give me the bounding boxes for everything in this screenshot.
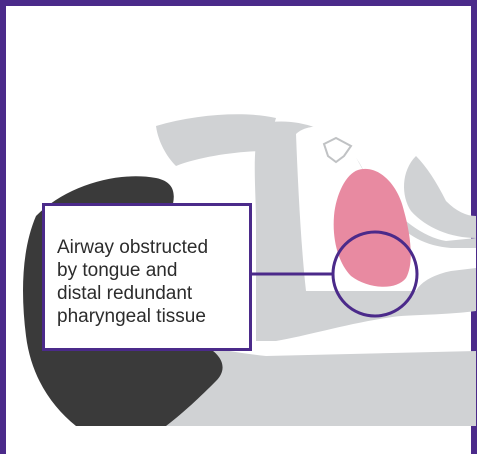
callout-text: Airway obstructed by tongue and distal r… xyxy=(57,236,237,328)
pharyngeal-wall xyxy=(404,156,476,238)
callout-line-3: distal redundant xyxy=(57,282,237,305)
callout-line-1: Airway obstructed xyxy=(57,236,237,259)
callout-line-4: pharyngeal tissue xyxy=(57,305,237,328)
callout-box: Airway obstructed by tongue and distal r… xyxy=(42,203,252,351)
callout-line-2: by tongue and xyxy=(57,259,237,282)
